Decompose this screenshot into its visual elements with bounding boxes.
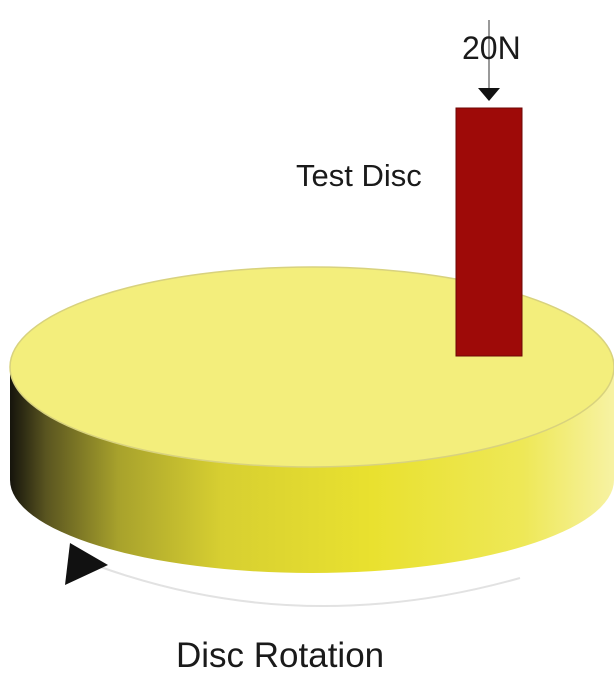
disc-top-face	[9, 266, 614, 468]
force-arrow-icon	[478, 88, 500, 101]
test-pin	[455, 107, 523, 357]
rotation-arc	[94, 564, 521, 607]
disc-rotation-label: Disc Rotation	[176, 636, 384, 675]
force-label: 20N	[462, 30, 521, 66]
test-disc-label: Test Disc	[296, 158, 422, 193]
rotation-arrow-icon	[65, 543, 108, 585]
